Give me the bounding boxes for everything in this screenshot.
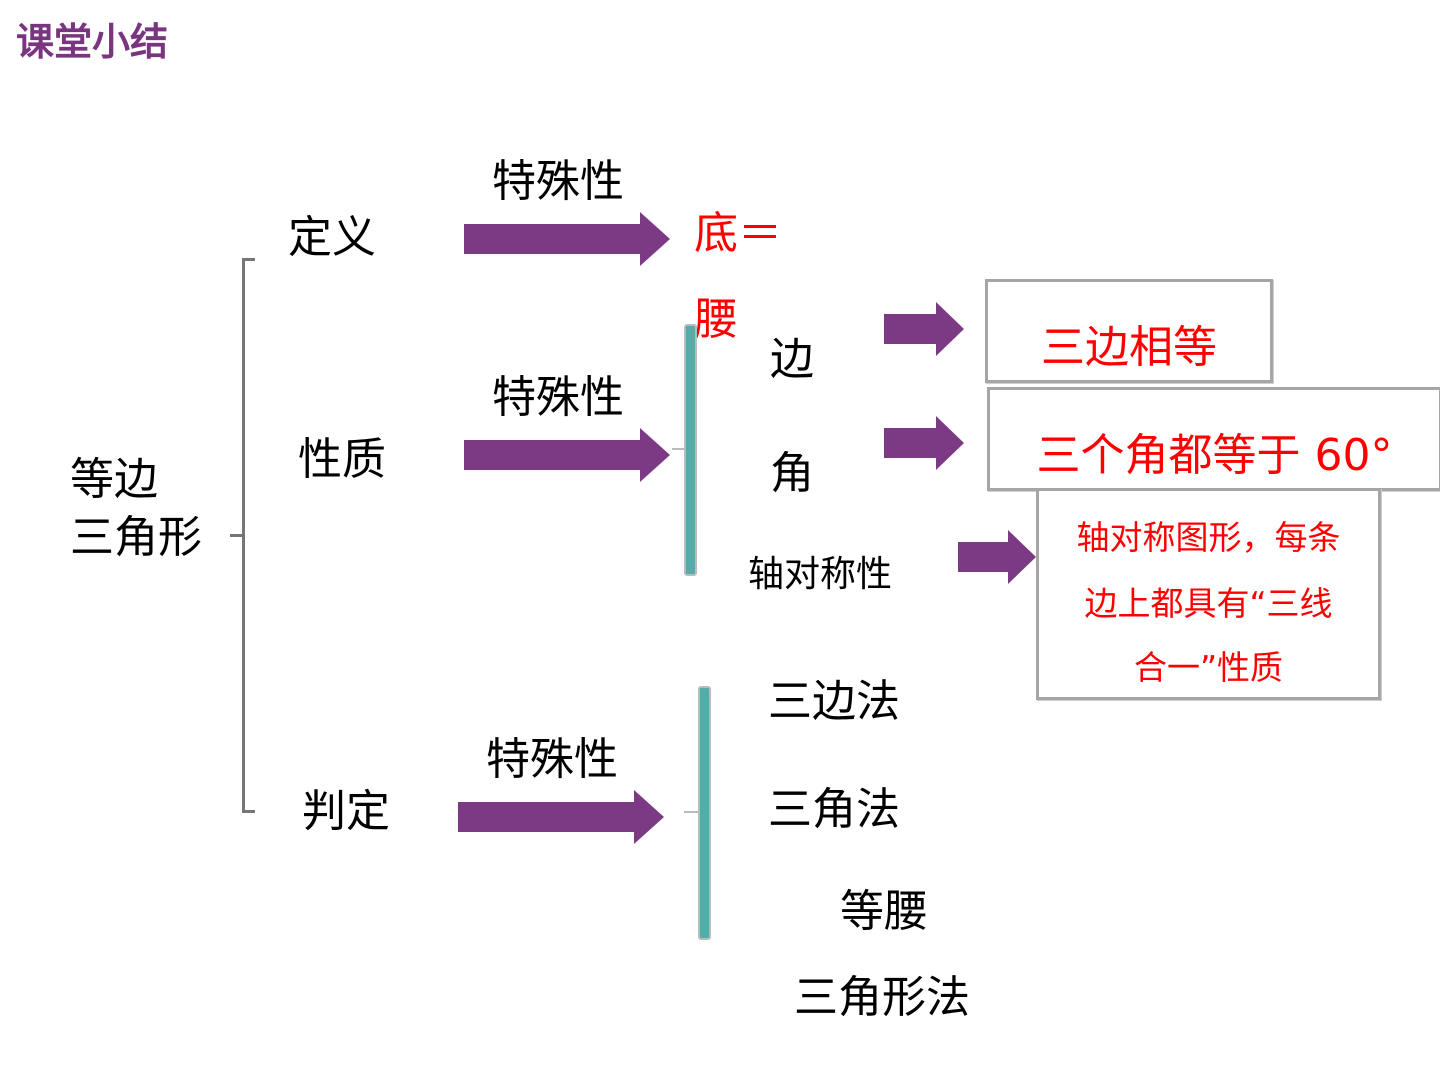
judgement-method-isosceles-line2: 三角形法: [794, 972, 970, 1023]
judgement-method-angles: 三角法: [768, 784, 900, 835]
arrow-label-judgement: 特殊性: [486, 734, 618, 785]
property-item-symmetry: 轴对称性: [748, 554, 893, 595]
root-label-line2: 三角形: [70, 512, 202, 563]
result-symmetry-line2: 边上都具有“三线: [1084, 584, 1333, 623]
result-box-side: 三边相等: [985, 279, 1273, 383]
page-title: 课堂小结: [16, 20, 169, 64]
result-symmetry-line3: 合一”性质: [1133, 648, 1284, 687]
arrow-label-definition: 特殊性: [492, 156, 624, 207]
result-angle-text: 三个角都等于 60°: [1036, 430, 1393, 481]
judgement-method-isosceles-line1: 等腰: [840, 886, 928, 937]
branch-property: 性质: [298, 434, 386, 485]
branch-definition: 定义: [288, 212, 376, 263]
definition-result-line1: 底＝: [694, 208, 782, 259]
judgement-brace-tick: [684, 811, 698, 813]
result-box-angle: 三个角都等于 60°: [987, 387, 1440, 491]
branch-judgement: 判定: [302, 786, 390, 837]
result-symmetry-line1: 轴对称图形，每条: [1076, 518, 1341, 557]
result-side-text: 三边相等: [1041, 322, 1217, 373]
judgement-method-sides: 三边法: [768, 676, 900, 727]
property-item-angle: 角: [770, 448, 814, 499]
judgement-brace: [698, 686, 711, 940]
property-brace-tick: [672, 448, 684, 450]
definition-result-line2: 腰: [694, 294, 738, 345]
property-item-side: 边: [770, 334, 814, 385]
result-box-symmetry: 轴对称图形，每条 边上都具有“三线 合一”性质: [1036, 488, 1381, 700]
property-brace: [684, 324, 697, 576]
root-label-line1: 等边: [70, 454, 158, 505]
arrow-label-property: 特殊性: [492, 372, 624, 423]
